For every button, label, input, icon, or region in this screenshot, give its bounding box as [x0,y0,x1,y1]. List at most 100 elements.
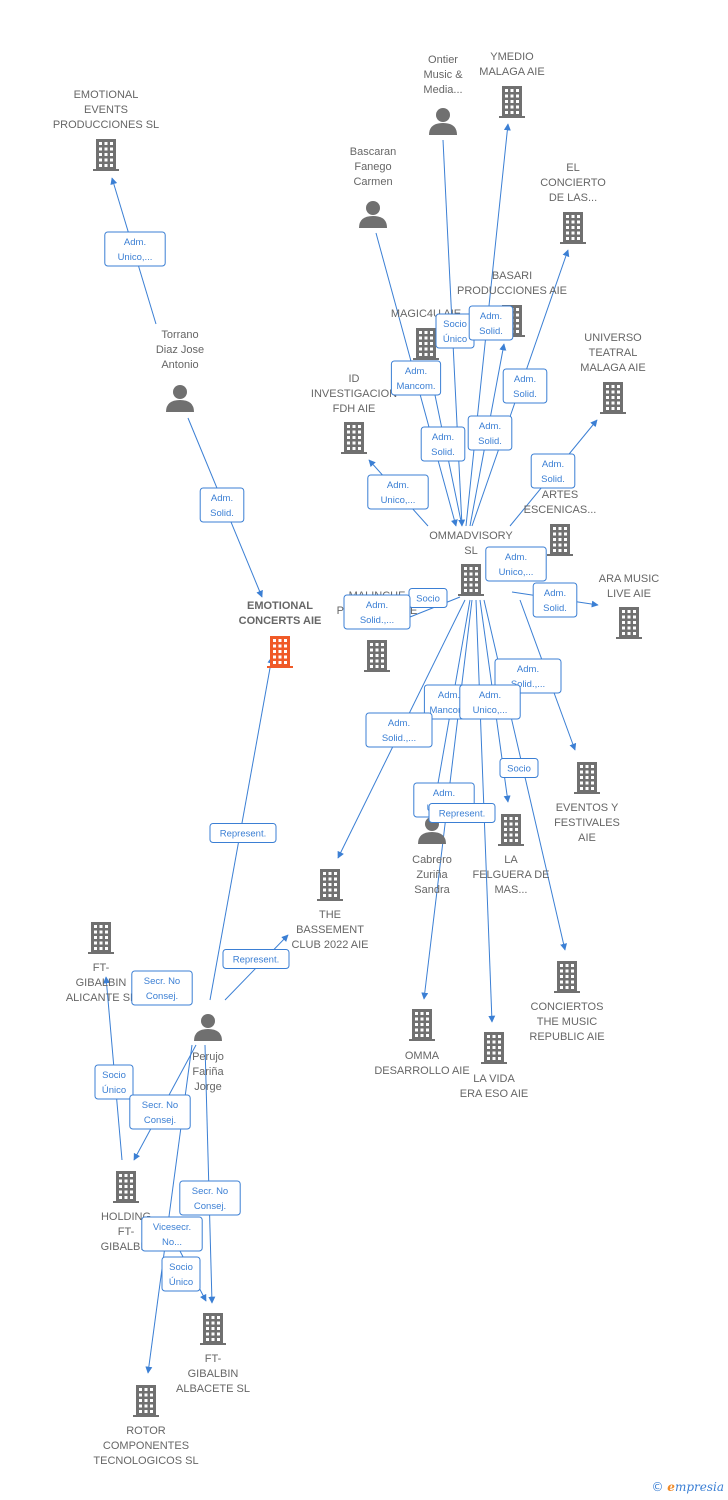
node-label-line: EVENTS [84,104,128,116]
node-label-line: TECNOLOGICOS SL [93,1455,198,1467]
relation-label-r5[interactable]: Adm.Mancom. [390,360,442,396]
node-label-line: SL [464,545,477,557]
relation-text: Adm. [438,690,460,701]
node-label-line: FESTIVALES [554,817,620,829]
relation-text: Mancom. [396,381,435,392]
relation-label-r21[interactable]: Represent. [428,803,496,823]
building-icon [547,524,573,556]
relation-text: Adm. [542,459,564,470]
relation-text: Adm. [124,237,146,248]
building-icon [458,564,484,596]
node-label-line: Sandra [414,884,450,896]
node-label-line: CLUB 2022 AIE [291,939,368,951]
node-label-line: Fanego [354,161,391,173]
relation-text: Adm. [505,552,527,563]
relation-label-r6[interactable]: Adm.Solid. [502,368,548,404]
relation-box [485,546,547,582]
relation-label-r8[interactable]: Adm. Solid. [467,415,513,451]
relation-labels-layer: Adm.Unico,...Adm.Solid.SocioÚnicoAdm.Sol… [94,231,578,1292]
relation-text: Solid.,... [382,733,416,744]
relation-label-r14[interactable]: Adm.Solid. [532,582,578,618]
relation-text: Adm. [432,432,454,443]
node-label-line: Zuriña [416,869,448,881]
node-label-line: Antonio [161,359,198,371]
node-label-line: FELGUERA DE [472,869,549,881]
node-label-line: Perujo [192,1051,224,1063]
node-label-line: ARTES [542,489,578,501]
relation-box [468,305,514,341]
relation-label-r18[interactable]: Adm.Solid.,... [365,712,433,748]
node-label-line: Carmen [353,176,392,188]
node-artes[interactable]: ARTESESCENICAS... [524,489,597,556]
building-icon [409,1009,435,1041]
relation-text: Secr. No [144,976,180,987]
relation-label-r17[interactable]: Adm.Unico,... [459,684,521,720]
relation-text: Represent. [439,809,485,820]
relation-label-r28[interactable]: Vicesecr.No... [141,1216,203,1252]
relation-text: Adm. [480,311,502,322]
relation-label-r11[interactable]: Adm.Unico,... [485,546,547,582]
relation-text: Consej. [144,1115,176,1126]
node-label-line: EVENTOS Y [556,802,619,814]
relation-text: Adm. [479,421,501,432]
relation-label-r13[interactable]: Adm.Solid.,... [343,594,411,630]
relation-text: Unico,... [381,495,416,506]
relation-text: Solid. [478,436,502,447]
relation-text: Socio [507,764,531,775]
relation-label-r19[interactable]: Socio [499,758,539,778]
relation-box [367,474,429,510]
relation-text: Socio [102,1070,126,1081]
relation-label-r22[interactable]: Represent. [209,823,277,843]
building-icon [133,1385,159,1417]
building-icon [200,1313,226,1345]
relation-text: Secr. No [142,1100,178,1111]
node-label-line: GIBALBIN [101,1241,152,1253]
relation-label-r4[interactable]: Adm. Solid. [468,305,514,341]
relation-text: Adm. [517,664,539,675]
node-label-line: ALICANTE SL [66,992,136,1004]
relation-label-r2[interactable]: Adm.Solid. [199,487,245,523]
relation-label-r12[interactable]: Socio [408,588,448,608]
relation-text: Adm. [514,374,536,385]
relation-text: Adm. [387,480,409,491]
relation-label-r1[interactable]: Adm.Unico,... [104,231,166,267]
building-icon [600,382,626,414]
relation-label-r26[interactable]: Secr. No Consej. [129,1094,191,1130]
relation-box [94,1064,134,1100]
relation-text: Solid. [479,326,503,337]
relation-label-r7[interactable]: Adm.Solid. [420,426,466,462]
relation-text: Solid.,... [360,615,394,626]
node-label-line: LA VIDA [473,1073,515,1085]
relation-label-r9[interactable]: Adm. Unico,... [367,474,429,510]
relation-label-r23[interactable]: Represent. [222,949,290,969]
relation-label-r10[interactable]: Adm.Solid. [530,453,576,489]
